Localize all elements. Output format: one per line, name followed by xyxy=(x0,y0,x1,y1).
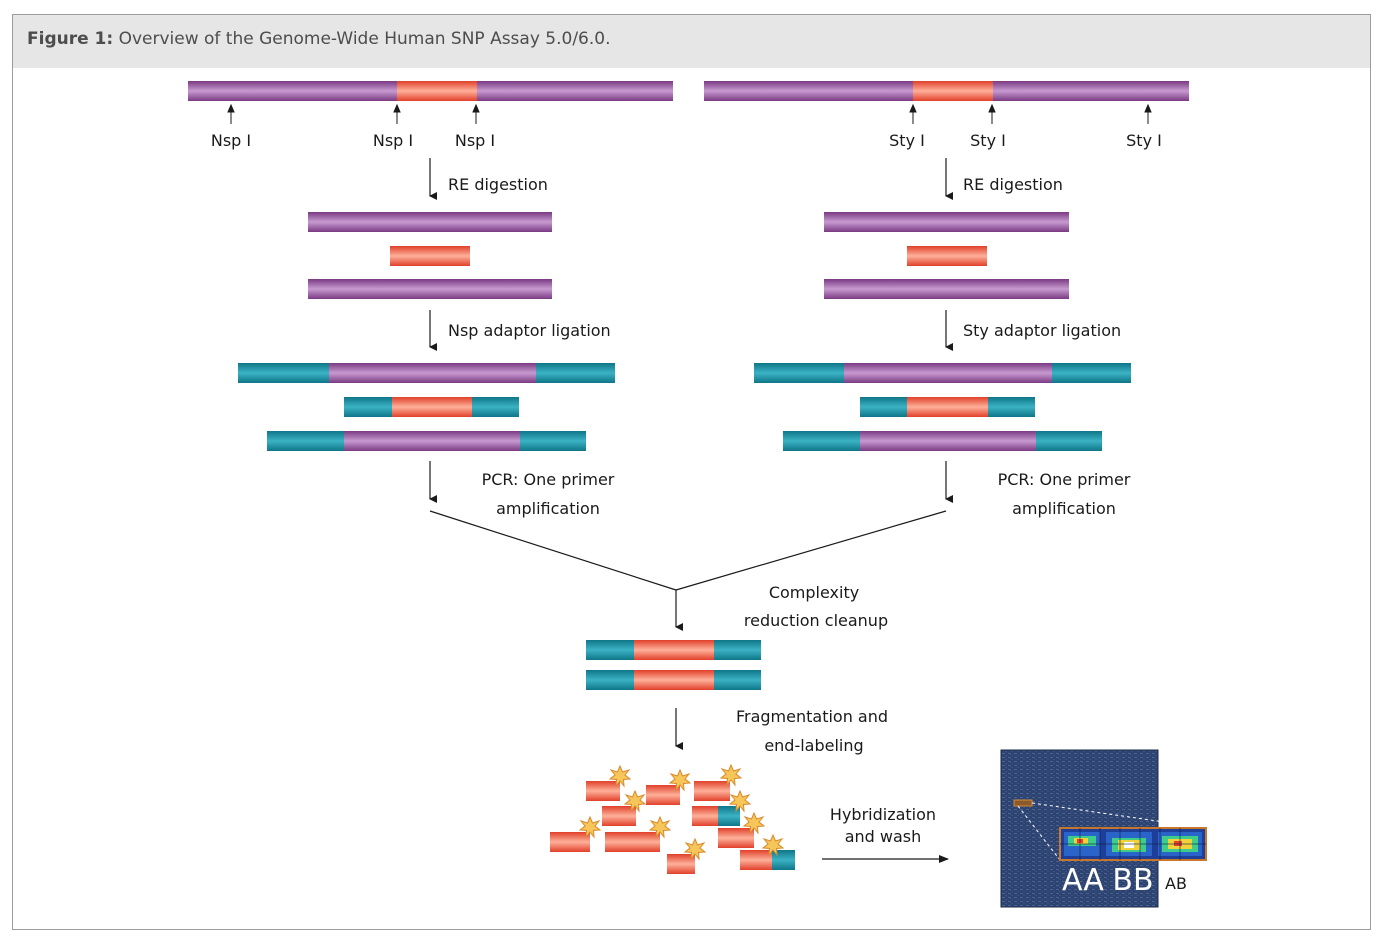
genotype-bb-label: BB xyxy=(1112,863,1153,898)
sty-step-pcr-line2: amplification xyxy=(1012,499,1116,518)
nsp-step-pcr-line2: amplification xyxy=(496,499,600,518)
merge-lines xyxy=(429,510,947,591)
figure-caption: Figure 1: Overview of the Genome-Wide Hu… xyxy=(27,29,611,49)
sty-step-digestion: RE digestion xyxy=(963,175,1063,194)
sty-ligated-fragments xyxy=(754,363,1131,451)
figure-frame: Figure 1: Overview of the Genome-Wide Hu… xyxy=(12,14,1371,930)
nsp-step-pcr-line1: PCR: One primer xyxy=(482,470,615,489)
nsp-digested-fragments xyxy=(308,212,552,299)
zoomed-intensity-panel xyxy=(1059,827,1207,861)
fluorescent-labels xyxy=(578,763,785,861)
nsp-cut-label-1: Nsp I xyxy=(211,131,251,150)
nsp-ligated-fragments xyxy=(238,363,615,451)
step-hyb-line1: Hybridization xyxy=(830,805,936,824)
nsp-step-ligation: Nsp adaptor ligation xyxy=(448,321,611,340)
cleaned-fragments xyxy=(586,640,761,690)
cut-site-arrows xyxy=(227,103,1152,124)
step-frag-line1: Fragmentation and xyxy=(736,707,888,726)
sty-cut-label-3: Sty I xyxy=(1126,131,1162,150)
sty-cut-label-2: Sty I xyxy=(970,131,1006,150)
array-feature-highlight xyxy=(1013,799,1033,807)
step-cleanup-line1: Complexity xyxy=(769,583,859,602)
labeled-fragments xyxy=(550,781,795,874)
sty-digested-fragments xyxy=(824,212,1069,299)
nsp-cut-label-2: Nsp I xyxy=(373,131,413,150)
figure-label: Figure 1: xyxy=(27,29,114,49)
genotype-ab-label: AB xyxy=(1165,874,1187,893)
array-scan-image: AA BB xyxy=(1000,749,1207,908)
sty-cut-label-1: Sty I xyxy=(889,131,925,150)
figure-header: Figure 1: Overview of the Genome-Wide Hu… xyxy=(13,15,1370,68)
nsp-genomic-dna xyxy=(188,81,673,101)
nsp-cut-label-3: Nsp I xyxy=(455,131,495,150)
figure-title: Overview of the Genome-Wide Human SNP As… xyxy=(118,29,611,49)
genotype-aa-label: AA xyxy=(1062,863,1104,898)
sty-genomic-dna xyxy=(704,81,1189,101)
nsp-step-digestion: RE digestion xyxy=(448,175,548,194)
step-cleanup-line2: reduction cleanup xyxy=(744,611,888,630)
step-hyb-line2: and wash xyxy=(845,827,922,846)
step-arrows xyxy=(429,158,953,750)
step-frag-line2: end-labeling xyxy=(764,736,863,755)
sty-step-ligation: Sty adaptor ligation xyxy=(963,321,1121,340)
sty-step-pcr-line1: PCR: One primer xyxy=(998,470,1131,489)
